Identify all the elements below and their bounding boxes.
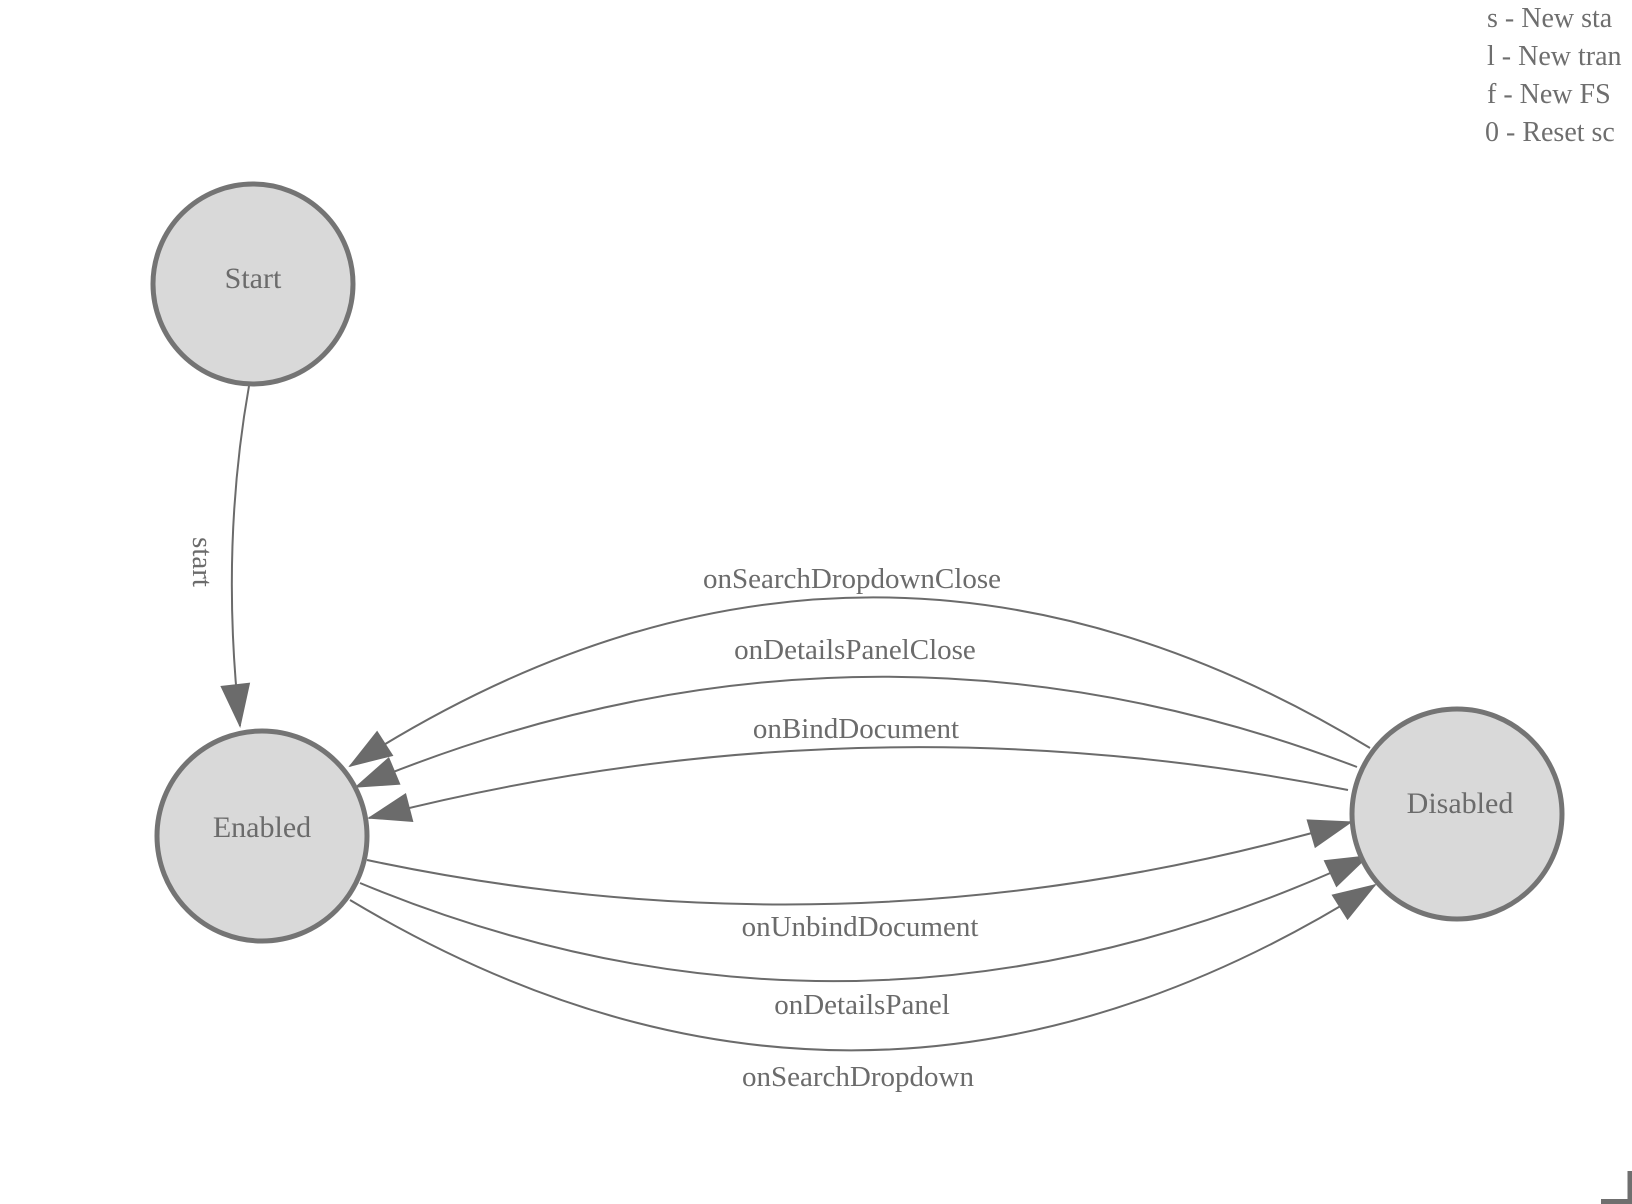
edge-label-onDetailsPanel: onDetailsPanel	[774, 989, 950, 1021]
transition-edge-onDetailsPanel[interactable]	[359, 855, 1370, 983]
state-node-start[interactable]: Start	[150, 181, 356, 387]
legend-line-new-state: s - New sta	[1487, 3, 1613, 34]
state-node-disabled[interactable]: Disabled	[1349, 706, 1565, 922]
edge-label-onDetailsPanelClose: onDetailsPanelClose	[734, 634, 976, 666]
edge-label-onSearchDropdownClose: onSearchDropdownClose	[703, 563, 1001, 595]
canvas-corner-bracket	[1601, 1171, 1632, 1204]
transition-edge-onUnbindDocument[interactable]	[366, 819, 1353, 906]
edge-label-onSearchDropdown: onSearchDropdown	[742, 1061, 974, 1093]
transition-edge-start[interactable]	[220, 385, 251, 728]
state-label-start: Start	[225, 262, 282, 295]
state-circle-start[interactable]	[150, 181, 356, 387]
edge-label-onUnbindDocument: onUnbindDocument	[742, 911, 979, 943]
transition-edge-onBindDocument[interactable]	[367, 746, 1349, 823]
legend-line-new-fsm: f - New FS	[1487, 79, 1611, 110]
transition-edge-onSearchDropdown[interactable]	[349, 883, 1377, 1052]
legend-line-reset: 0 - Reset sc	[1485, 117, 1615, 148]
transition-edge-onSearchDropdownClose[interactable]	[348, 596, 1371, 768]
edge-label-start: start	[186, 537, 218, 587]
transition-edge-onDetailsPanelClose[interactable]	[354, 675, 1358, 788]
edge-label-onBindDocument: onBindDocument	[753, 713, 959, 745]
shortcut-legend: s - New sta l - New tran f - New FS 0 - …	[1485, 3, 1622, 148]
state-label-enabled: Enabled	[213, 811, 311, 844]
legend-line-new-transition: l - New tran	[1487, 41, 1622, 72]
state-node-enabled[interactable]: Enabled	[154, 728, 370, 944]
state-circle-enabled[interactable]	[154, 728, 370, 944]
state-circle-disabled[interactable]	[1349, 706, 1565, 922]
state-label-disabled: Disabled	[1407, 787, 1514, 820]
